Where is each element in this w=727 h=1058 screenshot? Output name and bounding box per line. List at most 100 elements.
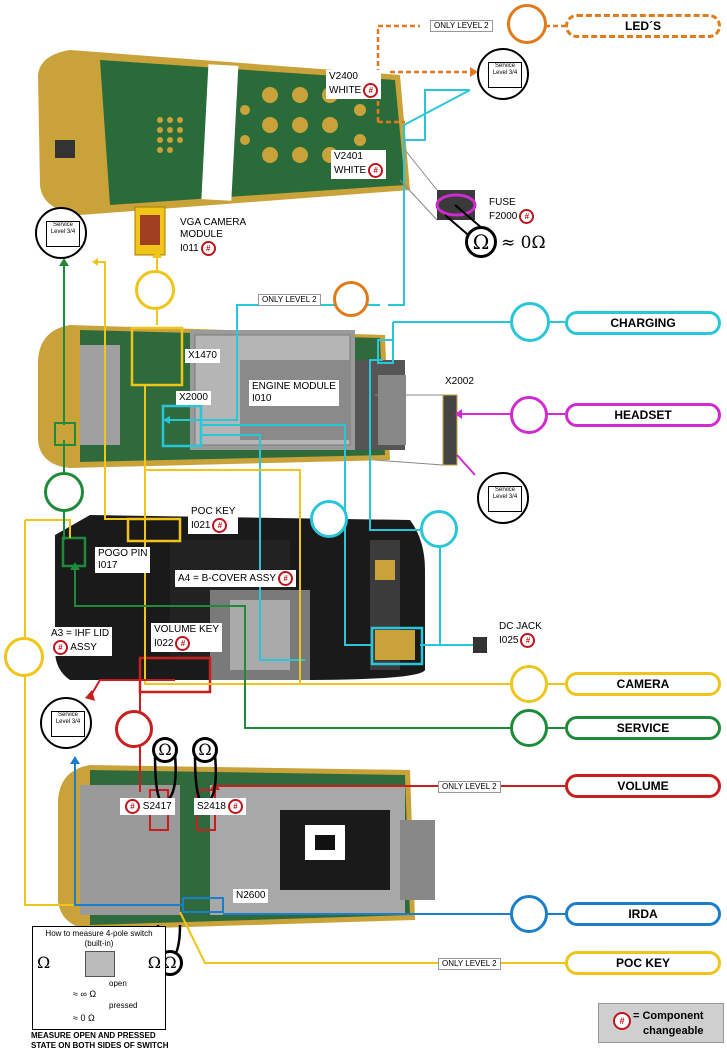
yellow-tool-circle-left	[4, 637, 44, 677]
dc-jack-id: I025#	[499, 633, 542, 648]
cyan-probe-circle-1	[310, 500, 348, 538]
changeable-icon: #	[519, 209, 535, 224]
magenta-probe-circle	[510, 396, 548, 434]
pogo-pin-id: I017	[98, 560, 118, 571]
changeable-icon: #	[278, 571, 294, 586]
fuse-title: FUSE	[489, 197, 516, 208]
legend-text-1: = Component	[633, 1010, 704, 1022]
poc-key-id: I021#	[191, 518, 235, 533]
ihf-lid-title: A3 = IHF LID	[51, 628, 110, 639]
pressed-row: pressed	[109, 1001, 138, 1010]
switch-omega-left: Ω	[37, 953, 51, 972]
changeable-icon: #	[125, 799, 140, 814]
orange-tool-circle-mid	[333, 281, 369, 317]
volume-key-title: VOLUME KEY	[154, 624, 220, 635]
poc-key-title: POC KEY	[191, 506, 236, 517]
v2401-id: V2401	[334, 151, 363, 162]
vga-camera-id: I011#	[180, 241, 246, 256]
switch-icon	[85, 951, 115, 977]
service-box-icon: Service Level 3/4	[488, 62, 522, 88]
ohm-circle-fuse: Ω	[465, 226, 497, 258]
volume-label: VOLUME	[617, 779, 669, 793]
open-value: ≈ ∞ Ω	[73, 989, 97, 999]
orange-tool-circle-top	[507, 4, 547, 44]
poc-key-label: POC KEY	[615, 956, 670, 970]
only-level-2-tag-top: ONLY LEVEL 2	[430, 20, 493, 32]
yellow-tool-circle-camera	[135, 270, 175, 310]
n2600-label: N2600	[233, 889, 269, 903]
leds-label: LED´S	[625, 19, 661, 33]
charging-connector[interactable]: CHARGING	[565, 311, 721, 335]
pogo-pin-title: POGO PIN	[98, 548, 148, 559]
v2401-label: V2401 WHITE#	[331, 150, 387, 179]
service-level-circle-1: Service Level 3/4	[477, 48, 529, 100]
fuse-ohm-value: ≈ 0Ω	[501, 233, 546, 253]
v2400-label: V2400 WHITE#	[326, 70, 382, 99]
blue-probe-circle	[510, 895, 548, 933]
legend-text-2: changeable	[643, 1025, 704, 1037]
vga-camera-module-word: MODULE	[180, 229, 223, 240]
only-level-2-tag-poc: ONLY LEVEL 2	[438, 958, 501, 970]
v2400-id: V2400	[329, 71, 358, 82]
only-level-2-tag-volume: ONLY LEVEL 2	[438, 781, 501, 793]
yellow-probe-circle	[510, 665, 548, 703]
ihf-lid-assy: # ASSY	[51, 640, 109, 655]
changeable-icon: #	[227, 799, 243, 814]
headset-label: HEADSET	[614, 408, 672, 422]
changeable-icon: #	[212, 518, 228, 533]
poc-key-part-label: POC KEY I021#	[188, 505, 239, 534]
dc-jack-label: DC JACK I025#	[496, 620, 545, 649]
irda-label: IRDA	[628, 907, 658, 921]
ohm-circle-s2418: Ω	[192, 737, 218, 763]
open-row: open	[109, 979, 127, 988]
engine-board	[38, 325, 406, 468]
service-level-circle-2: Service Level 3/4	[35, 207, 87, 259]
x2000-label: X2000	[176, 391, 211, 405]
green-tool-circle	[44, 472, 84, 512]
changeable-icon: #	[175, 636, 191, 651]
leds-connector[interactable]: LED´S	[565, 14, 721, 38]
volume-key-label: VOLUME KEY I022#	[151, 623, 223, 652]
vga-camera-title: VGA CAMERA	[180, 217, 247, 228]
camera-label: CAMERA	[616, 677, 670, 691]
ihf-lid-label: A3 = IHF LID # ASSY	[48, 627, 113, 656]
x2002-connector	[442, 394, 458, 466]
service-box-icon: Service Level 3/4	[488, 486, 522, 512]
service-label: SERVICE	[616, 721, 670, 735]
service-connector[interactable]: SERVICE	[565, 716, 721, 740]
cyan-probe-circle-2	[420, 510, 458, 548]
green-probe-circle	[510, 709, 548, 747]
engine-module-id: I010	[252, 393, 272, 404]
vga-camera-label: VGA CAMERA MODULE I011#	[177, 216, 250, 257]
changeable-icon: #	[53, 640, 68, 655]
service-level-circle-4: Service Level 3/4	[40, 697, 92, 749]
legend: # = Component changeable	[598, 1003, 724, 1043]
service-level-circle-3: Service Level 3/4	[477, 472, 529, 524]
switch-omega-right: Ω	[147, 953, 161, 972]
volume-connector[interactable]: VOLUME	[565, 774, 721, 798]
poc-key-connector[interactable]: POC KEY	[565, 951, 721, 975]
service-box-icon: Service Level 3/4	[51, 711, 85, 737]
headset-connector[interactable]: HEADSET	[565, 403, 721, 427]
x2002-label: X2002	[445, 376, 474, 387]
cyan-tool-circle-charging	[510, 302, 550, 342]
instructions-title: How to measure 4-pole switch (built-in)	[45, 929, 153, 948]
pressed-value: ≈ 0 Ω	[73, 1013, 95, 1023]
pogo-pin-label: POGO PIN I017	[95, 547, 151, 573]
ohm-circle-s2417: Ω	[152, 737, 178, 763]
fuse-label: FUSE F2000#	[486, 196, 538, 225]
changeable-icon: #	[363, 83, 379, 98]
camera-connector[interactable]: CAMERA	[565, 672, 721, 696]
irda-connector[interactable]: IRDA	[565, 902, 721, 926]
s2418-label: S2418#	[194, 798, 246, 815]
service-box-icon: Service Level 3/4	[46, 221, 80, 247]
b-cover-label: A4 = B-COVER ASSY#	[175, 570, 297, 587]
changeable-icon: #	[613, 1012, 631, 1030]
instructions-caption: MEASURE OPEN AND PRESSED STATE ON BOTH S…	[31, 1031, 169, 1050]
only-level-2-tag-mid: ONLY LEVEL 2	[258, 294, 321, 306]
volume-key-id: I022#	[154, 636, 219, 651]
charging-label: CHARGING	[610, 316, 676, 330]
v2401-color: WHITE#	[334, 163, 384, 178]
engine-module-title: ENGINE MODULE	[252, 381, 336, 392]
